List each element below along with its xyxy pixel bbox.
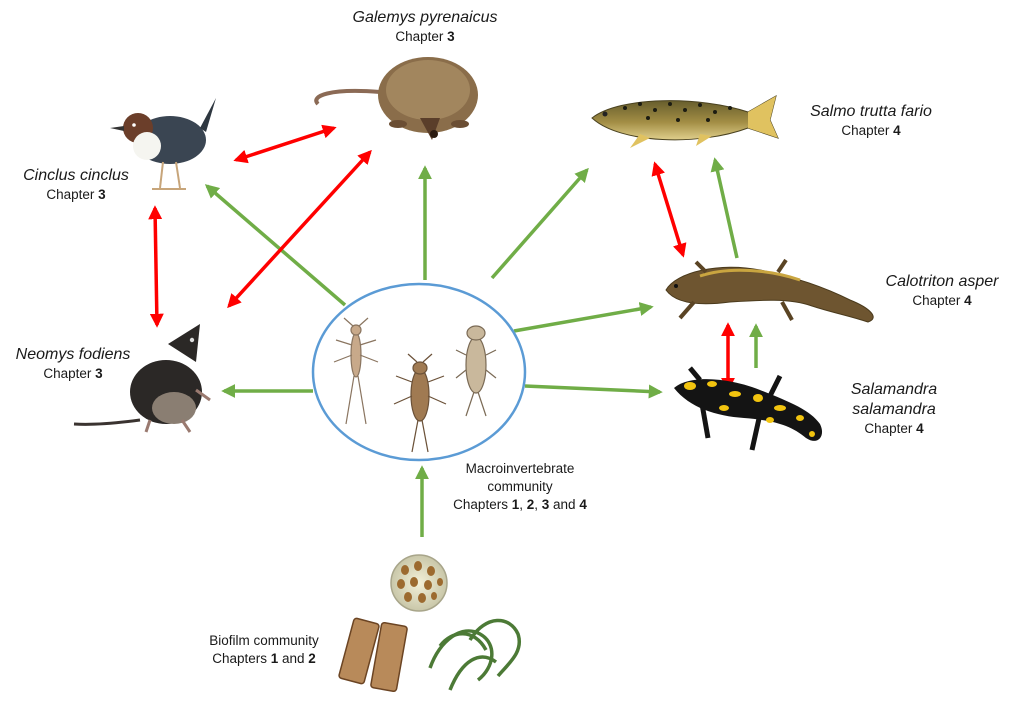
label-cinclus: Cinclus cinclus Chapter 3 [6,166,146,204]
species-name-neomys: Neomys fodiens [2,345,144,365]
salamandra-illustration [674,368,822,450]
label-calotriton: Calotriton asper Chapter 4 [872,272,1012,310]
arrow-macro-to-salamandra [525,386,660,392]
arrow-salmo-calotriton [655,164,683,255]
chapter-cinclus: Chapter 3 [6,186,146,204]
biofilm-line1: Biofilm community [184,632,344,650]
macroinvertebrate-illustration [313,284,525,460]
species-name-cinclus: Cinclus cinclus [6,166,146,186]
macroinvertebrate-line1: Macroinvertebrate [440,460,600,478]
filamentous-algae-icon [430,620,519,690]
macroinvertebrate-line2: community [440,478,600,496]
chapter-neomys: Chapter 3 [2,365,144,383]
species-name-salmo: Salmo trutta fario [786,102,956,122]
arrow-macro-to-salmo [492,170,587,278]
chapter-salamandra: Chapter 4 [834,420,954,438]
label-salamandra: Salamandra salamandra Chapter 4 [834,380,954,438]
species-name-calotriton: Calotriton asper [872,272,1012,292]
label-macroinvertebrate: Macroinvertebrate community Chapters 1, … [440,460,600,514]
biofilm-illustration [338,555,519,692]
species-name-salamandra-1: Salamandra [834,380,954,400]
arrow-macro-to-calotriton [514,307,651,331]
calotriton-illustration [666,260,873,322]
label-neomys: Neomys fodiens Chapter 3 [2,345,144,383]
chapter-calotriton: Chapter 4 [872,292,1012,310]
biofilm-chapters: Chapters 1 and 2 [184,650,344,668]
galemys-illustration [316,57,478,140]
species-name-salamandra-2: salamandra [834,400,954,420]
chapter-salmo: Chapter 4 [786,122,956,140]
species-name-galemys: Galemys pyrenaicus [330,8,520,28]
arrow-cinclus-galemys [236,128,334,160]
macroinvertebrate-chapters: Chapters 1, 2, 3 and 4 [440,496,600,514]
arrow-calotriton-to-salmo [715,160,737,258]
label-salmo: Salmo trutta fario Chapter 4 [786,102,956,140]
arrow-cinclus-neomys [155,208,157,325]
chapter-galemys: Chapter 3 [330,28,520,46]
label-biofilm: Biofilm community Chapters 1 and 2 [184,632,344,668]
diatom-chain-icon [338,618,407,692]
arrow-galemys-neomys [229,152,370,306]
label-galemys: Galemys pyrenaicus Chapter 3 [330,8,520,46]
salmo-illustration [592,96,778,148]
